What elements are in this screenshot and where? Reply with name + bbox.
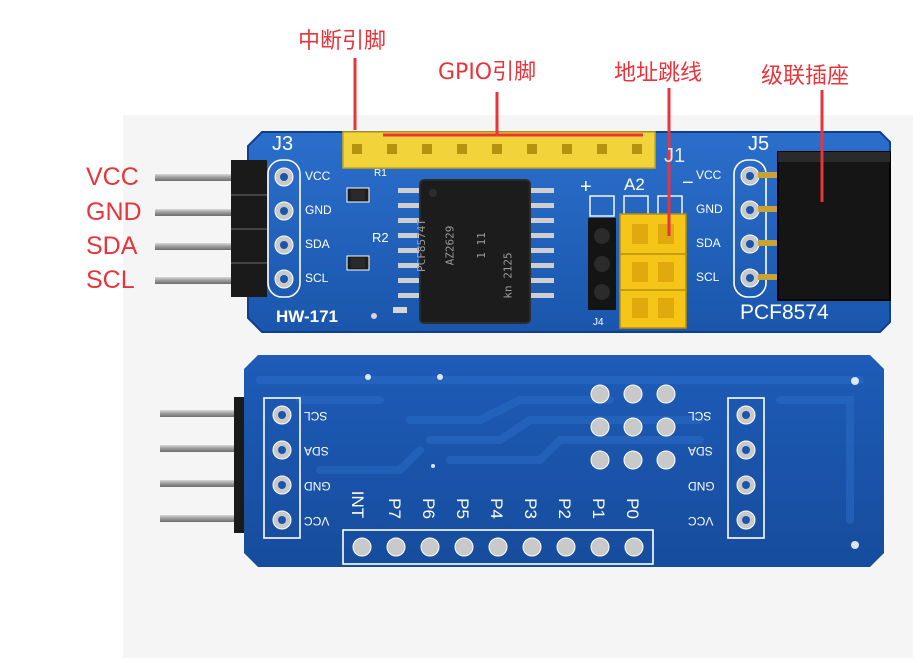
j4-header bbox=[588, 218, 616, 310]
silk-right-sda: SDA bbox=[696, 236, 721, 250]
gpio-header-holes bbox=[352, 144, 642, 154]
chip-marking-4: kn 2125 bbox=[501, 252, 515, 299]
label-address-jumper: 地址跳线 bbox=[614, 61, 703, 86]
silk-left-gnd: GND bbox=[305, 203, 332, 217]
silk-right-gnd: GND bbox=[696, 202, 723, 216]
back-left-vcc: VCC bbox=[304, 514, 330, 528]
silk-j3: J3 bbox=[272, 133, 294, 155]
label-cascade-socket: 级联插座 bbox=[761, 64, 850, 89]
back-gpio-outline bbox=[342, 529, 654, 565]
annotation-lines bbox=[353, 58, 824, 236]
silk-j4: J4 bbox=[593, 317, 604, 328]
pcb-traces bbox=[256, 376, 864, 524]
back-gpio-p1: P1 bbox=[588, 498, 608, 519]
j3-outline bbox=[267, 159, 301, 298]
ic-pins bbox=[398, 188, 554, 298]
j5-outline bbox=[733, 159, 767, 298]
back-left-pins bbox=[160, 397, 244, 533]
back-right-scl: SCL bbox=[688, 409, 712, 423]
back-left-gnd: GND bbox=[304, 479, 331, 493]
back-right-gnd: GND bbox=[688, 479, 715, 493]
vias bbox=[365, 374, 859, 549]
silk-chip-name: PCF8574 bbox=[740, 301, 829, 324]
back-gpio-p5: P5 bbox=[452, 498, 472, 519]
back-gpio-p2: P2 bbox=[554, 498, 574, 519]
silk-r1: R1 bbox=[374, 168, 387, 179]
back-gpio-p4: P4 bbox=[486, 498, 506, 519]
back-right-sda: SDA bbox=[688, 444, 713, 458]
label-gnd: GND bbox=[86, 198, 142, 226]
back-gpio-p3: P3 bbox=[520, 498, 540, 519]
back-right-pad-outline bbox=[727, 397, 765, 539]
back-left-sda: SDA bbox=[304, 444, 329, 458]
address-jumpers bbox=[619, 213, 687, 329]
silk-left-vcc: VCC bbox=[305, 169, 331, 183]
back-gpio-int: INT bbox=[348, 490, 368, 519]
back-jumper-pads bbox=[590, 384, 676, 470]
back-pcb bbox=[244, 355, 884, 567]
silk-right-scl: SCL bbox=[696, 270, 720, 284]
silk-a2: A2 bbox=[624, 175, 645, 194]
silk-j5: J5 bbox=[748, 133, 770, 155]
left-header-pins bbox=[155, 160, 267, 297]
silk-minus: − bbox=[682, 172, 694, 194]
silk-left-sda: SDA bbox=[305, 237, 330, 251]
back-gpio-p6: P6 bbox=[418, 498, 438, 519]
label-vcc: VCC bbox=[86, 163, 139, 191]
chip-marking-3: 1 11 bbox=[474, 232, 488, 259]
cascade-socket bbox=[777, 151, 891, 301]
silk-plus: + bbox=[580, 176, 592, 198]
label-gpio-pins: GPIO引脚 bbox=[438, 60, 537, 85]
label-interrupt-pin: 中断引脚 bbox=[298, 29, 387, 54]
silk-j1: J1 bbox=[664, 145, 686, 167]
smd-components bbox=[371, 307, 407, 319]
back-right-vcc: VCC bbox=[688, 514, 714, 528]
label-sda: SDA bbox=[86, 232, 138, 260]
back-left-scl: SCL bbox=[304, 409, 328, 423]
silk-r2: R2 bbox=[372, 230, 389, 245]
silk-model: HW-171 bbox=[276, 307, 339, 326]
silk-left-scl: SCL bbox=[305, 271, 329, 285]
silk-right-vcc: VCC bbox=[696, 168, 722, 182]
pcf8574-chip bbox=[419, 179, 531, 324]
chip-marking-2: AZ2629 bbox=[443, 225, 457, 266]
chip-marking-1: PCF8574T bbox=[414, 219, 428, 272]
back-gpio-p7: P7 bbox=[384, 498, 404, 519]
back-left-pad-outline bbox=[263, 397, 301, 539]
back-gpio-pads bbox=[352, 537, 644, 557]
label-scl: SCL bbox=[86, 266, 135, 294]
back-gpio-p0: P0 bbox=[622, 498, 642, 519]
